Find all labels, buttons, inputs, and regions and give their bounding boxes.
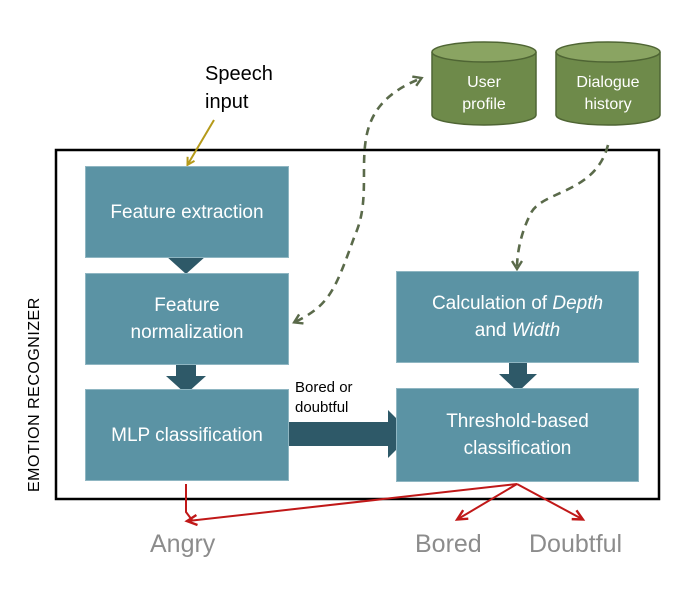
dialogue-history-label-line1: Dialogue: [576, 74, 640, 91]
flow-arrow-mlp-to-threshold: [288, 410, 412, 458]
outcome-doubtful: Doubtful: [529, 530, 623, 558]
user-profile-label: User profile: [442, 72, 526, 116]
speech-input-label: Speech input: [205, 60, 273, 116]
calculation-prefix-1: Calculation of: [431, 293, 553, 314]
arrow-to-bored: [454, 483, 518, 521]
arrow-to-angry: [184, 483, 518, 527]
feature-normalization-text-line2: normalization: [130, 322, 244, 343]
user-profile-link: [295, 80, 417, 322]
arrow-to-doubtful: [516, 483, 586, 521]
dialogue-history-label: Dialogue history: [566, 72, 650, 116]
bored-or-doubtful-edge-label: Bored or doubtful: [295, 378, 353, 418]
threshold-classification-text-line2: classification: [463, 438, 572, 459]
calculation-box: Calculation of Depth and Width: [396, 271, 639, 363]
user-profile-label-line1: User: [467, 74, 501, 91]
calculation-depth-word: Depth: [552, 293, 604, 314]
emotion-recognizer-label: EMOTION RECOGNIZER: [26, 297, 43, 492]
angry-branch-stem: [185, 484, 193, 521]
calculation-text-line2: and Width: [475, 317, 560, 344]
dialogue-history-label-line2: history: [584, 96, 632, 113]
threshold-classification-box: Threshold-based classification: [396, 388, 639, 482]
user-profile-label-line2: profile: [462, 96, 506, 113]
mlp-classification-box: MLP classification: [85, 389, 289, 481]
calculation-text-line1: Calculation of Depth: [432, 290, 603, 317]
mlp-classification-text: MLP classification: [111, 424, 263, 446]
speech-input-label-line1: Speech: [205, 63, 273, 85]
flow-arrow-normalization-to-mlp: [166, 363, 206, 394]
feature-extraction-box: Feature extraction: [85, 166, 289, 258]
threshold-classification-text-line1: Threshold-based: [446, 411, 589, 432]
outcome-bored: Bored: [415, 530, 482, 558]
feature-normalization-text-line1: Feature: [154, 295, 220, 316]
dialogue-history-database: [555, 41, 661, 126]
dialogue-history-link: [517, 144, 610, 268]
flow-arrow-calculation-to-threshold: [499, 363, 537, 392]
edge-label-line2: doubtful: [295, 399, 349, 416]
user-profile-database: [431, 41, 537, 126]
calculation-prefix-2: and: [474, 320, 512, 341]
feature-normalization-box: Feature normalization: [85, 273, 289, 365]
calculation-width-word: Width: [511, 320, 561, 341]
speech-input-label-line2: input: [205, 91, 249, 113]
edge-label-line1: Bored or: [295, 379, 353, 396]
feature-extraction-text: Feature extraction: [110, 201, 264, 223]
outcome-angry: Angry: [150, 530, 216, 558]
speech-input-arrow: [188, 119, 215, 164]
